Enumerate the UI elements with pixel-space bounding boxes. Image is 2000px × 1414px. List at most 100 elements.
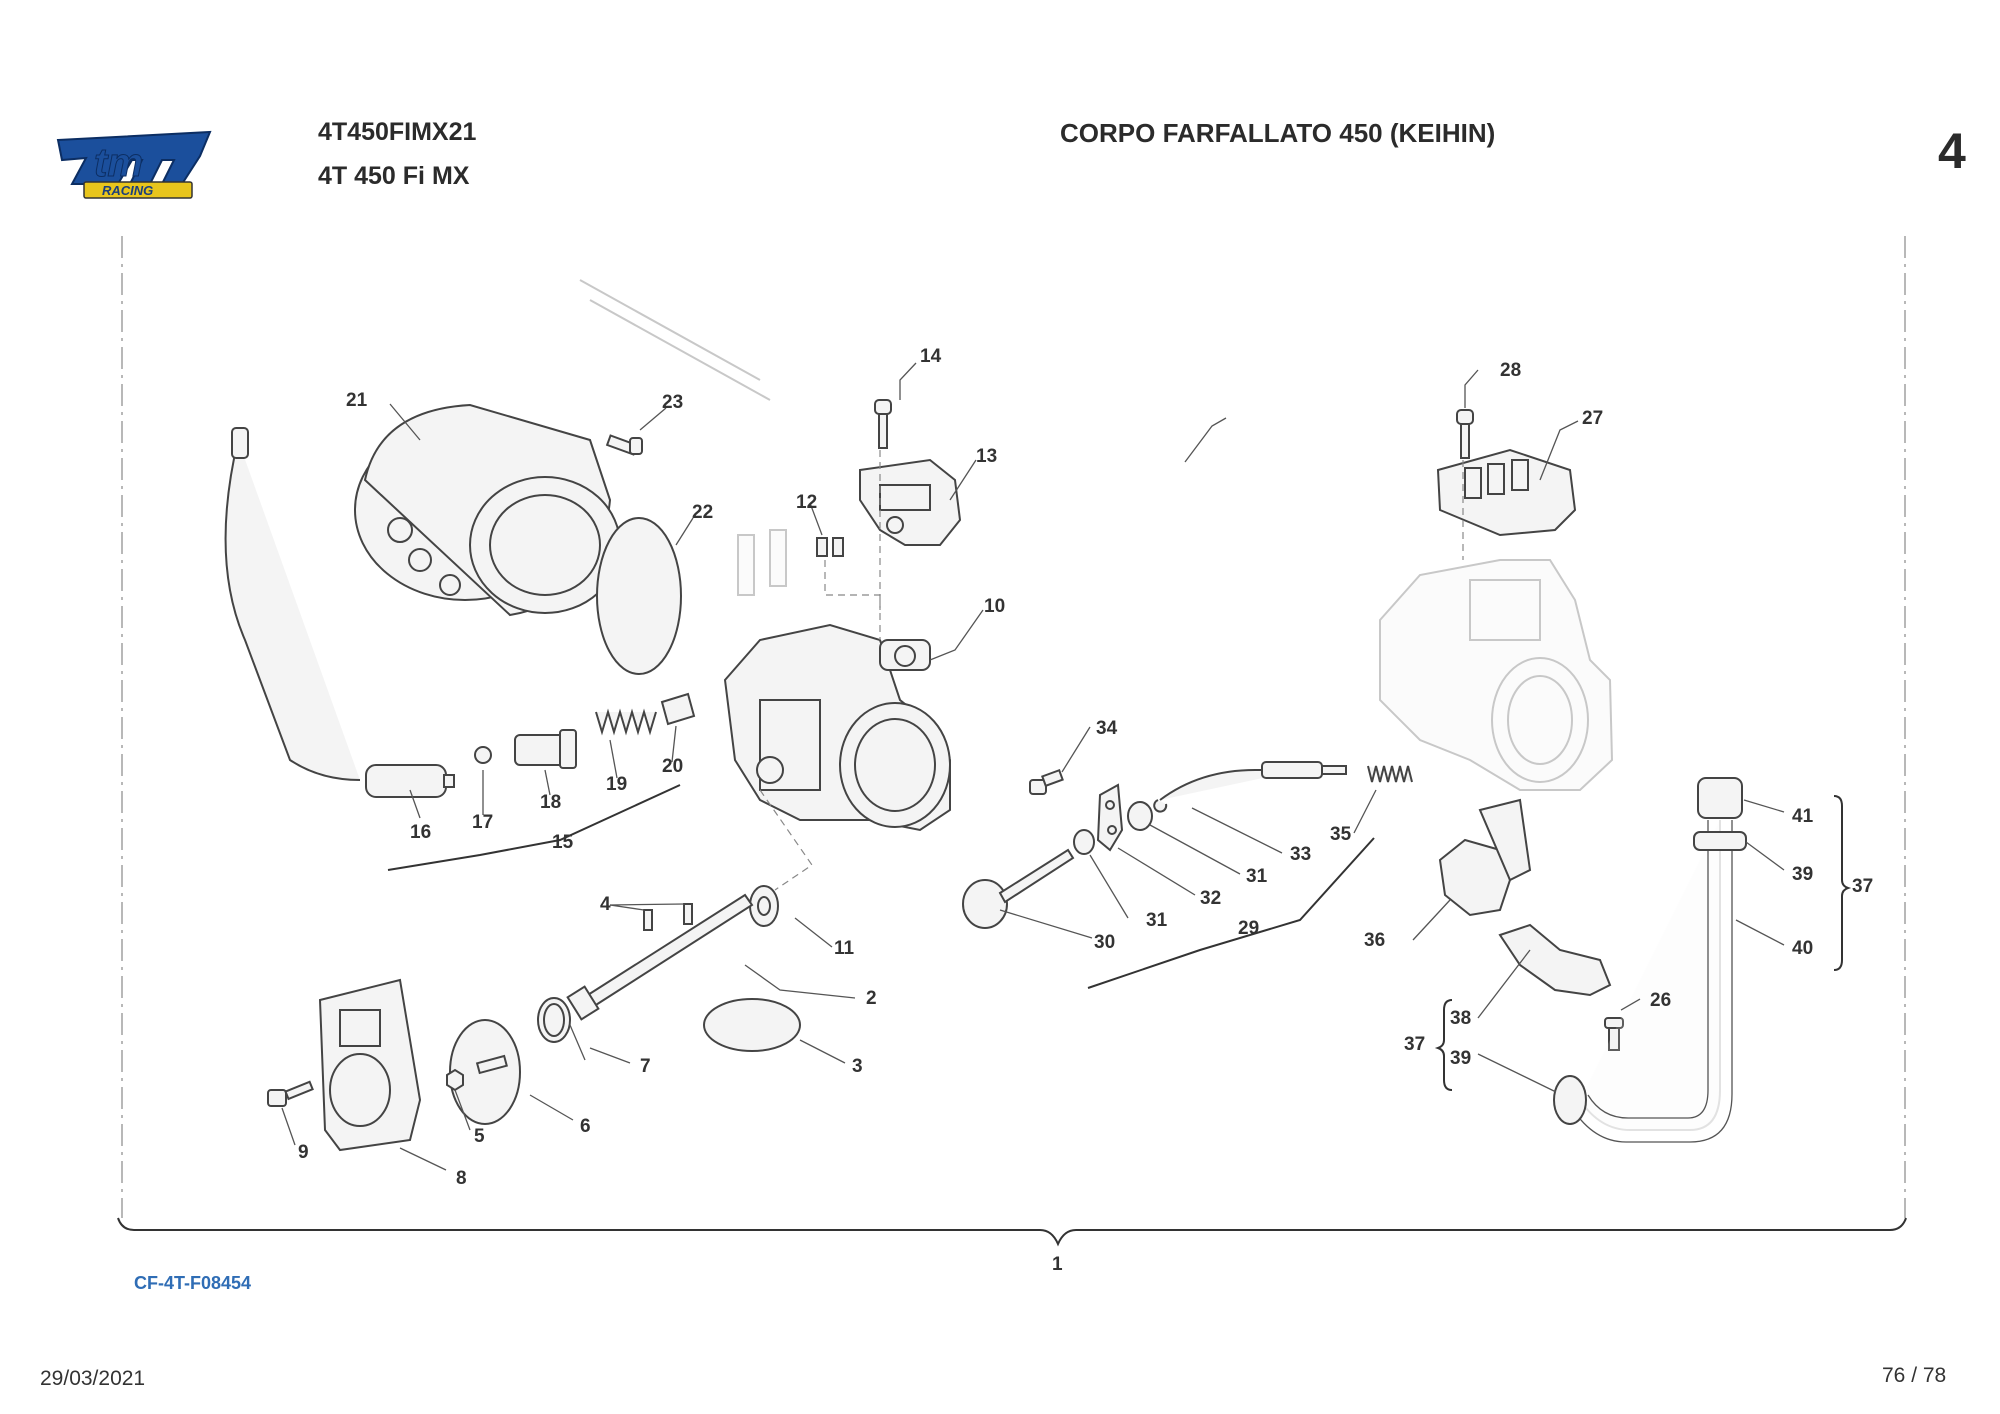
part-26-screw	[1604, 1017, 1624, 1051]
print-date: 29/03/2021	[40, 1367, 146, 1390]
bracket-group-37-left	[1434, 999, 1453, 1091]
part-33-clip	[1153, 799, 1168, 813]
callout-5: 5	[474, 1126, 485, 1147]
part-30-idle-knob	[962, 848, 1075, 929]
callout-7: 7	[640, 1056, 651, 1077]
tm-racing-logo-mark: tm RACING	[56, 130, 212, 199]
part-35-spring	[1367, 765, 1413, 783]
guide-11	[759, 789, 813, 891]
callout-3: 3	[852, 1056, 863, 1077]
callout-28: 28	[1500, 360, 1521, 381]
callout-8: 8	[456, 1168, 467, 1189]
callout-30: 30	[1094, 932, 1115, 953]
part-18-adjuster-fitting	[514, 729, 577, 769]
callout-9: 9	[298, 1142, 309, 1163]
callout-31-upper: 31	[1246, 866, 1268, 887]
page-title: CORPO FARFALLATO 450 (KEIHIN)	[1060, 118, 1496, 148]
guide-12	[824, 560, 881, 640]
callout-37-right: 37	[1852, 876, 1873, 897]
part-41-cap	[1697, 777, 1743, 819]
part-28-screw	[1456, 409, 1474, 459]
part-23-screw	[605, 434, 643, 456]
part-31-washer-b	[1127, 801, 1153, 831]
callout-1: 1	[1052, 1254, 1063, 1275]
part-2-throttle-shaft	[566, 893, 754, 1021]
callout-17: 17	[472, 812, 493, 833]
part-13-sensor	[859, 458, 962, 546]
background-ghost-parts	[579, 279, 787, 596]
part-39-clamp-a	[1693, 831, 1747, 851]
callout-2: 2	[866, 988, 877, 1009]
callout-22: 22	[692, 502, 713, 523]
callout-33: 33	[1290, 844, 1311, 865]
callout-40: 40	[1792, 938, 1813, 959]
callout-36: 36	[1364, 930, 1385, 951]
bracket-assembly-1	[117, 1217, 1907, 1247]
callout-11: 11	[834, 938, 855, 959]
document-code: CF-4T-F08454	[134, 1273, 252, 1293]
bracket-group-15	[387, 784, 681, 871]
callout-21: 21	[346, 390, 368, 411]
part-11-washer	[749, 885, 779, 927]
callout-41: 41	[1792, 806, 1814, 827]
callout-37-left: 37	[1404, 1034, 1425, 1055]
page-counter: 76 / 78	[1882, 1364, 1947, 1387]
callout-35: 35	[1330, 824, 1352, 845]
callout-14: 14	[920, 346, 942, 367]
part-8-pulley-cover	[318, 978, 422, 1152]
part-21-intake-boot	[354, 403, 621, 617]
part-10-throttle-body	[723, 623, 951, 832]
tm-racing-logo: tm RACING	[50, 126, 220, 209]
callout-12: 12	[796, 492, 817, 513]
callout-18: 18	[540, 792, 561, 813]
part-22-o-ring	[596, 517, 682, 675]
part-29-idle-rod	[1159, 761, 1347, 801]
part-19-spring	[595, 708, 657, 736]
part-20-adjuster-nut	[660, 692, 696, 726]
callout-19: 19	[606, 774, 627, 795]
part-31-washer-a	[1073, 829, 1095, 855]
callout-32: 32	[1200, 888, 1221, 909]
part-38-fitting	[1498, 923, 1612, 997]
callout-27: 27	[1582, 408, 1603, 429]
bracket-group-37-right	[1833, 795, 1852, 971]
part-7-return-spring	[537, 997, 586, 1061]
part-32-plate	[1096, 783, 1124, 852]
callout-13: 13	[976, 446, 997, 467]
callout-10: 10	[984, 596, 1005, 617]
callout-23: 23	[662, 392, 683, 413]
part-3-throttle-plate	[703, 998, 801, 1052]
callout-38: 38	[1450, 1008, 1471, 1029]
part-4-screws	[643, 903, 693, 931]
part-16-throttle-cable	[224, 427, 455, 798]
part-14-screw	[874, 399, 892, 449]
part-27-sensor	[1436, 448, 1577, 537]
part-40-hose	[1571, 820, 1733, 1143]
callout-15: 15	[552, 832, 574, 853]
part-6-pulley	[449, 1019, 521, 1125]
bracket-group-29	[1087, 837, 1375, 989]
section-number: 4	[1938, 123, 1966, 179]
leader-lines	[281, 362, 1785, 1171]
callout-34: 34	[1096, 718, 1118, 739]
callout-16: 16	[410, 822, 431, 843]
part-9-screw	[267, 1080, 314, 1107]
logo-subtext: RACING	[102, 183, 153, 198]
callout-6: 6	[580, 1116, 591, 1137]
part-5-nut	[446, 1068, 464, 1092]
callout-20: 20	[662, 756, 683, 777]
callout-26: 26	[1650, 990, 1671, 1011]
callout-39-lower: 39	[1450, 1048, 1471, 1069]
part-34-screw	[1029, 768, 1064, 795]
part-39-clamp-b	[1553, 1075, 1587, 1125]
model-name: 4T 450 Fi MX	[318, 162, 470, 190]
throttle-body-ghost	[1379, 559, 1614, 791]
callout-31-lower: 31	[1146, 910, 1168, 931]
callout-29: 29	[1238, 918, 1259, 939]
part-12-pins	[816, 537, 844, 557]
logo-letters: tm	[94, 141, 143, 185]
part-17-circlip	[474, 746, 492, 764]
model-code: 4T450FIMX21	[318, 118, 477, 146]
callout-39-upper: 39	[1792, 864, 1813, 885]
